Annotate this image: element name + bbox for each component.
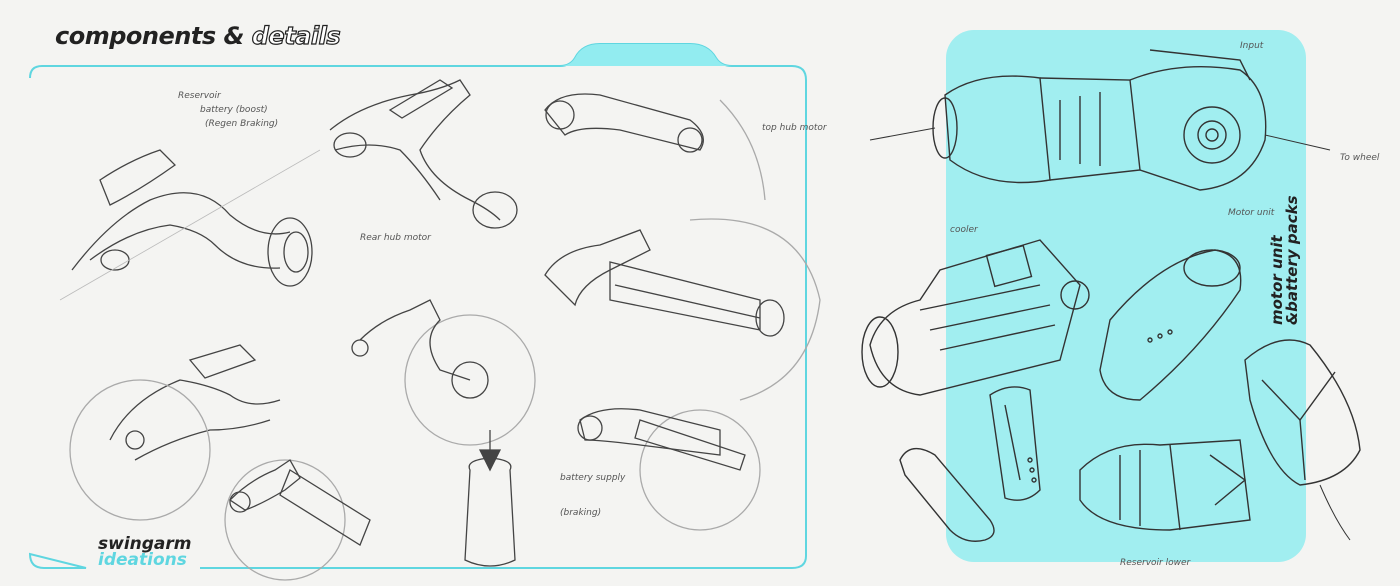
swingarm-badge-line1: swingarm	[98, 534, 192, 554]
right-sketches	[861, 49, 1361, 542]
motor-badge: motor unit &battery packs	[1268, 195, 1301, 325]
swingarm-sketch-5	[351, 299, 536, 446]
motor-unit-sketch-2	[861, 239, 1090, 396]
right-panel-fill	[946, 30, 1306, 562]
swingarm-sketch-7	[224, 459, 371, 581]
note-regen: (Regen Braking)	[205, 119, 278, 129]
note-rear-drive: Reservoir lower	[1120, 558, 1192, 568]
left-panel-tab	[560, 44, 732, 66]
note-battery-supply: battery supply	[560, 473, 626, 483]
battery-pack-sketch-5	[1079, 439, 1251, 531]
swingarm-sketch-1	[59, 149, 321, 301]
note-braking: (braking)	[560, 508, 601, 518]
swingarm-sketch-3	[544, 93, 766, 201]
note-motor-unit: Motor unit	[1228, 208, 1275, 218]
battery-pack-sketch-2	[1244, 339, 1361, 541]
title-part-1: components &	[55, 22, 244, 50]
swingarm-badge-line2: ideations	[98, 550, 187, 570]
swingarm-sketch-2	[329, 79, 518, 229]
note-input: Input	[1240, 41, 1264, 51]
battery-pack-sketch-1	[1099, 249, 1242, 401]
swingarm-sketch-6	[69, 344, 281, 521]
page-title: components & details	[55, 21, 341, 50]
note-to-wheel: To wheel	[1340, 153, 1380, 163]
note-battery: battery (boost)	[200, 105, 268, 115]
swingarm-sketch-8	[577, 408, 761, 531]
note-rear-hub: Rear hub motor	[360, 233, 432, 243]
note-reservoir: Reservoir	[178, 91, 222, 101]
note-top-hub: top hub motor	[762, 123, 828, 133]
motor-badge-line2: &battery packs	[1283, 195, 1301, 325]
motor-unit-sketch-1	[869, 49, 1331, 191]
left-sketches	[59, 79, 821, 581]
swingarm-sketch-4	[544, 218, 821, 401]
note-cooler: cooler	[950, 225, 979, 235]
swingarm-badge: swingarm ideations	[98, 534, 192, 570]
rear-view-sketch	[464, 430, 516, 567]
battery-pack-sketch-3	[989, 386, 1041, 501]
battery-pack-sketch-4	[899, 447, 995, 542]
title-part-2: details	[251, 21, 341, 50]
